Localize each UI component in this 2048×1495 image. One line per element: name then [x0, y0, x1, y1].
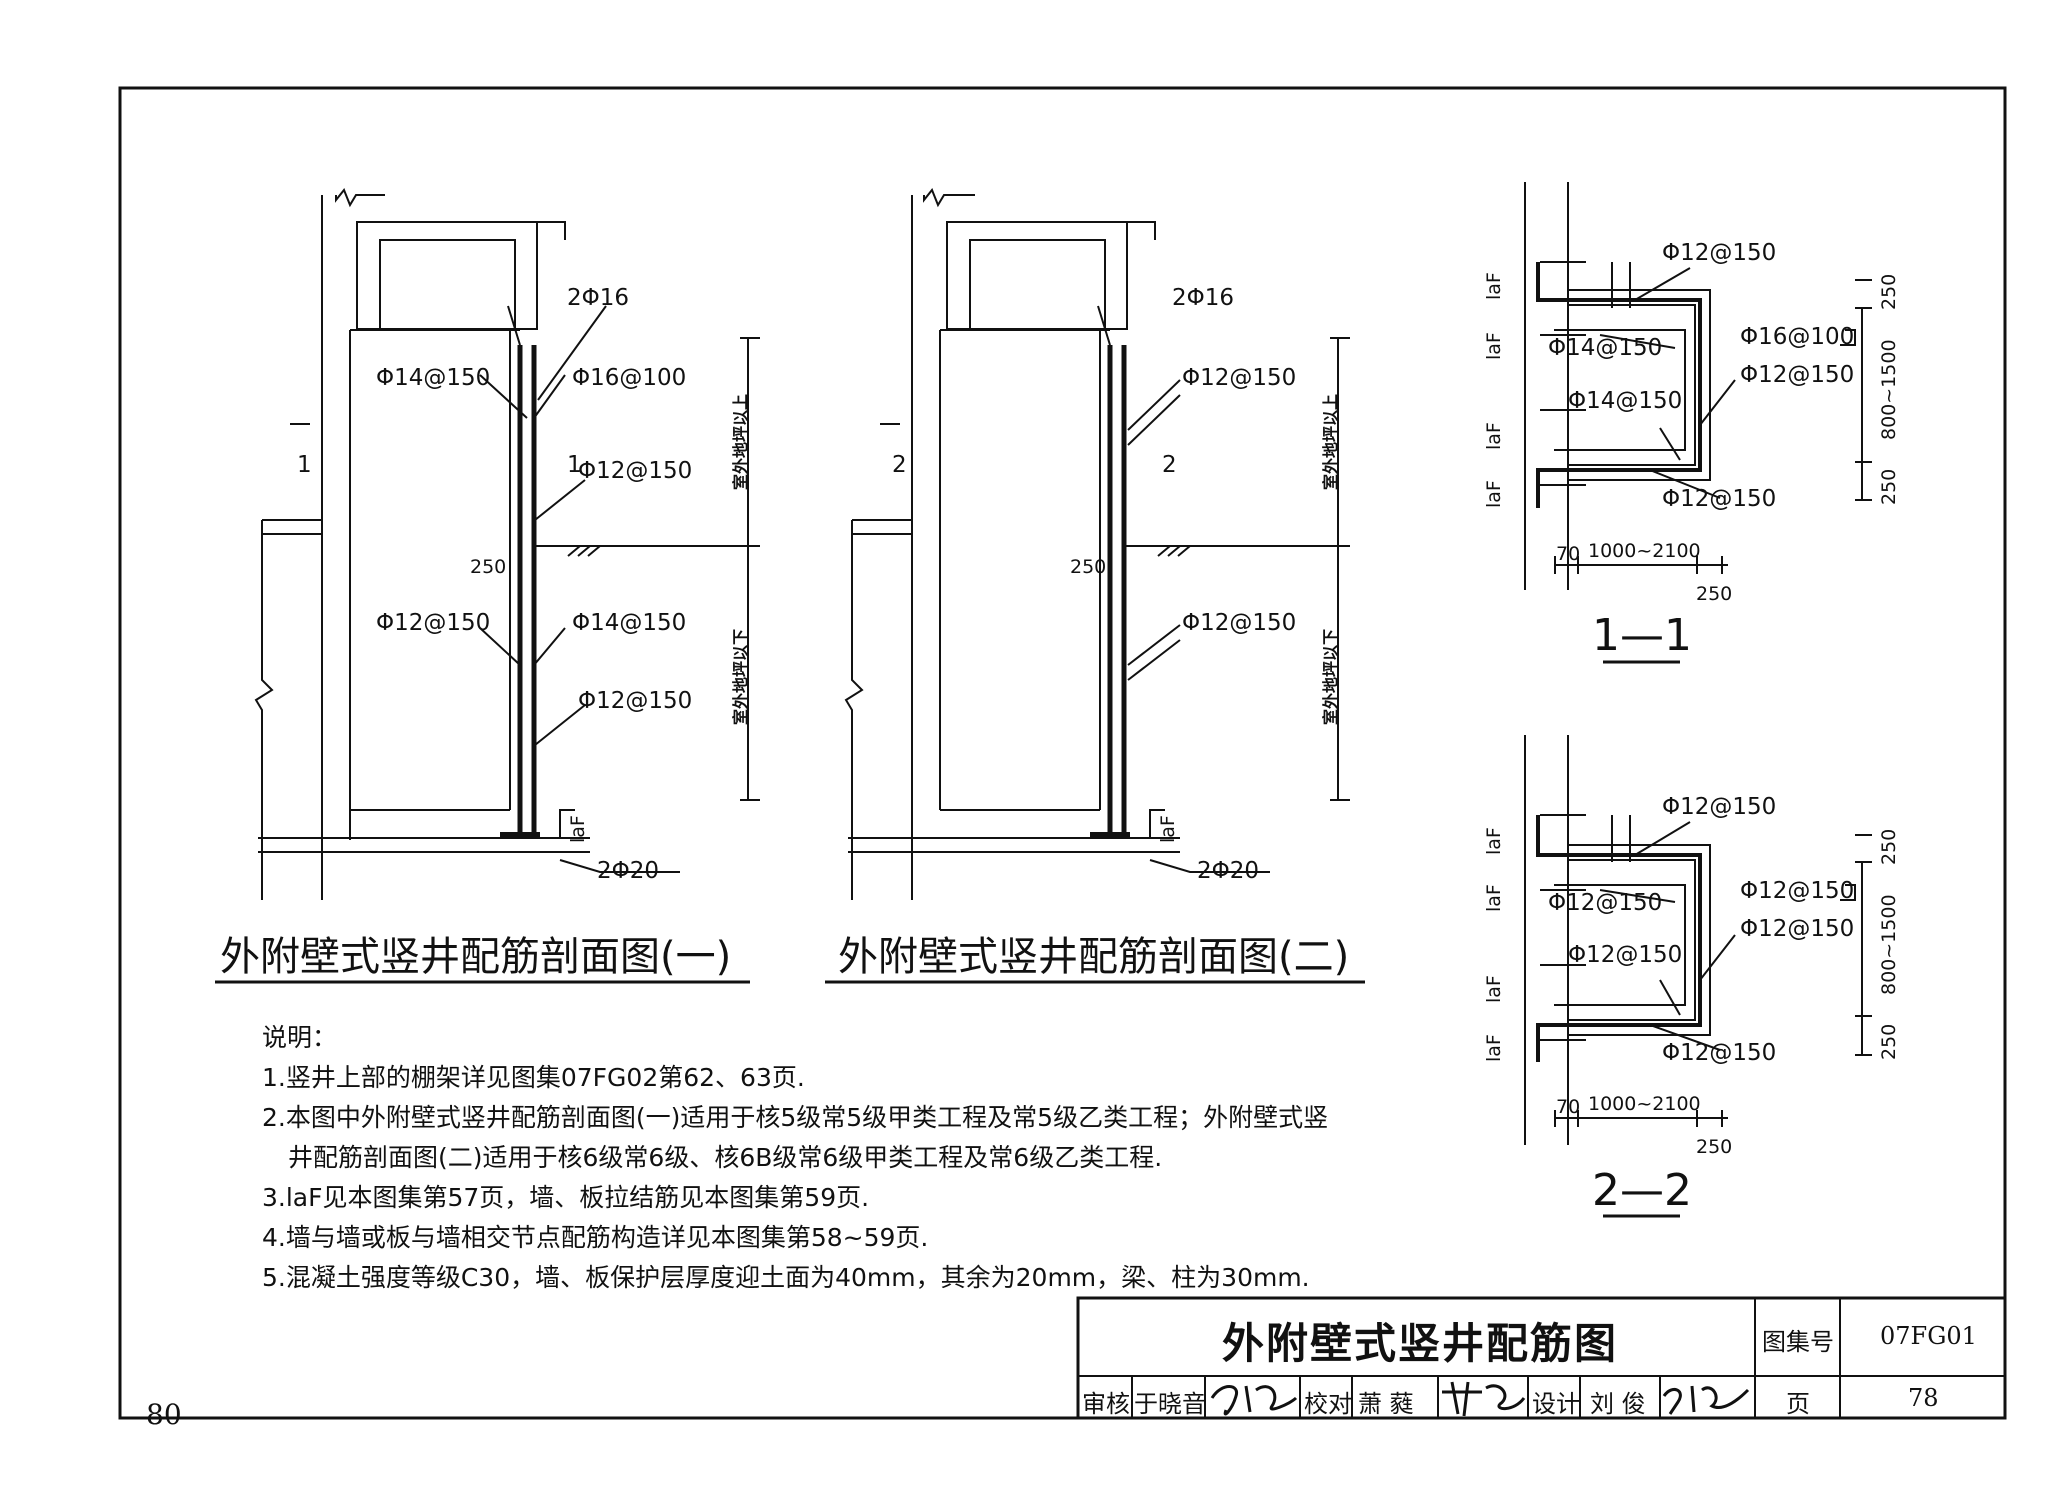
atlas-label: 图集号 [1762, 1328, 1834, 1356]
s1-label-right-upper: Φ16@100 [572, 365, 686, 391]
d2-label-right-upper: Φ12@150 [1740, 878, 1854, 904]
d1-laf-3: laF [1483, 422, 1505, 450]
d2-label-top: Φ12@150 [1662, 794, 1776, 820]
d2-dim-vrange: 800~1500 [1878, 894, 1900, 995]
d1-label-right-upper: Φ16@100 [1740, 324, 1854, 350]
s2-laf: laF [1157, 815, 1179, 843]
page-number-cell: 78 [1908, 1384, 1939, 1412]
section-2-drawing [844, 188, 1350, 900]
detail-1-1-drawing [1524, 182, 1872, 664]
s1-label-bottom: 2Φ20 [597, 858, 659, 884]
d2-laf-1: laF [1483, 827, 1505, 855]
section-1-drawing [254, 188, 760, 900]
d2-dim-v250b: 250 [1878, 1024, 1900, 1060]
designer-signature [1662, 1385, 1750, 1415]
detail-2-2-drawing [1524, 735, 1872, 1218]
check-label: 校对 [1304, 1390, 1352, 1418]
d1-dim-v250b: 250 [1878, 469, 1900, 505]
note-item: 3.laF见本图集第57页，墙、板拉结筋见本图集第59页. [262, 1183, 870, 1212]
reviewer-name: 于晓音 [1134, 1390, 1206, 1418]
s2-label-right-upper: Φ12@150 [1182, 365, 1296, 391]
detail-1-1-title: 1—1 [1592, 610, 1692, 661]
s1-label-right-lower1: Φ14@150 [572, 610, 686, 636]
note-item: 5.混凝土强度等级C30，墙、板保护层厚度迎土面为40mm，其余为20mm，梁、… [262, 1263, 1310, 1292]
d2-dim-v250a: 250 [1878, 829, 1900, 865]
d2-dim-span: 1000~2100 [1588, 1093, 1701, 1115]
s1-label-left-lower: Φ12@150 [376, 610, 490, 636]
d2-label-inner-left: Φ12@150 [1548, 890, 1662, 916]
s2-below-ground: 室外地坪以下 [1321, 629, 1340, 725]
d1-dim-span: 1000~2100 [1588, 540, 1701, 562]
s1-label-right-lower2: Φ12@150 [578, 688, 692, 714]
d1-label-inner-left: Φ14@150 [1548, 335, 1662, 361]
s1-below-ground: 室外地坪以下 [731, 629, 750, 725]
d2-label-bottom: Φ12@150 [1662, 1040, 1776, 1066]
checker-signature [1442, 1381, 1526, 1417]
s1-label-right-mid: Φ12@150 [578, 458, 692, 484]
atlas-number: 07FG01 [1880, 1322, 1977, 1350]
d1-label-right-mid: Φ12@150 [1740, 362, 1854, 388]
d1-laf-4: laF [1483, 480, 1505, 508]
d2-label-right-mid: Φ12@150 [1740, 916, 1854, 942]
reviewer-signature [1210, 1385, 1298, 1416]
d1-dim-70: 70 [1556, 543, 1580, 565]
s1-laf: laF [567, 815, 589, 843]
note-item: 2.本图中外附壁式竖井配筋剖面图(一)适用于核5级常5级甲类工程及常5级乙类工程… [262, 1103, 1329, 1132]
notes-block: 说明： 1.竖井上部的棚架详见图集07FG02第62、63页. 2.本图中外附壁… [262, 1018, 1332, 1298]
s2-label-top: 2Φ16 [1172, 285, 1234, 311]
s1-cut-right: 1 [567, 452, 582, 478]
sheet-page-number: 80 [146, 1398, 182, 1431]
note-item: 井配筋剖面图(二)适用于核6级常6级、核6B级常6级甲类工程及常6级乙类工程. [288, 1143, 1163, 1172]
d1-dim-vrange: 800~1500 [1878, 339, 1900, 440]
s1-label-top: 2Φ16 [567, 285, 629, 311]
s2-above-ground: 室外地坪以上 [1321, 394, 1340, 490]
d1-dim-250: 250 [1696, 583, 1732, 605]
s1-above-ground: 室外地坪以上 [731, 394, 750, 490]
design-label: 设计 [1532, 1390, 1580, 1418]
s1-dim-250: 250 [470, 556, 506, 578]
title-block-title: 外附壁式竖井配筋图 [1221, 1319, 1618, 1368]
d1-laf-1: laF [1483, 272, 1505, 300]
review-label: 审核 [1082, 1390, 1130, 1418]
d2-dim-70: 70 [1556, 1096, 1580, 1118]
d1-dim-v250a: 250 [1878, 274, 1900, 310]
designer-name: 刘 俊 [1590, 1390, 1646, 1418]
page-label: 页 [1786, 1390, 1810, 1418]
d2-laf-3: laF [1483, 975, 1505, 1003]
s1-label-left-upper: Φ14@150 [376, 365, 490, 391]
d1-label-top: Φ12@150 [1662, 240, 1776, 266]
d1-label-bottom: Φ12@150 [1662, 486, 1776, 512]
section-2-title: 外附壁式竖井配筋剖面图(二) [838, 934, 1349, 980]
note-item: 4.墙与墙或板与墙相交节点配筋构造详见本图集第58~59页. [262, 1223, 929, 1252]
checker-name: 萧 蕤 [1358, 1390, 1414, 1418]
d2-dim-250: 250 [1696, 1136, 1732, 1158]
sheet-border [118, 86, 2007, 1420]
d1-label-inner-mid: Φ14@150 [1568, 388, 1682, 414]
s1-cut-left: 1 [297, 452, 312, 478]
s2-label-bottom: 2Φ20 [1197, 858, 1259, 884]
d2-label-inner-mid: Φ12@150 [1568, 942, 1682, 968]
detail-2-2-title: 2—2 [1592, 1165, 1692, 1216]
title-block-grid [1076, 1296, 2007, 1420]
d1-laf-2: laF [1483, 332, 1505, 360]
note-item: 1.竖井上部的棚架详见图集07FG02第62、63页. [262, 1063, 805, 1092]
s2-cut-right: 2 [1162, 452, 1177, 478]
s2-dim-250: 250 [1070, 556, 1106, 578]
d2-laf-4: laF [1483, 1034, 1505, 1062]
d2-laf-2: laF [1483, 884, 1505, 912]
s2-label-right-lower: Φ12@150 [1182, 610, 1296, 636]
section-1-title: 外附壁式竖井配筋剖面图(一) [220, 934, 731, 980]
notes-heading: 说明： [262, 1023, 338, 1052]
s2-cut-left: 2 [892, 452, 907, 478]
